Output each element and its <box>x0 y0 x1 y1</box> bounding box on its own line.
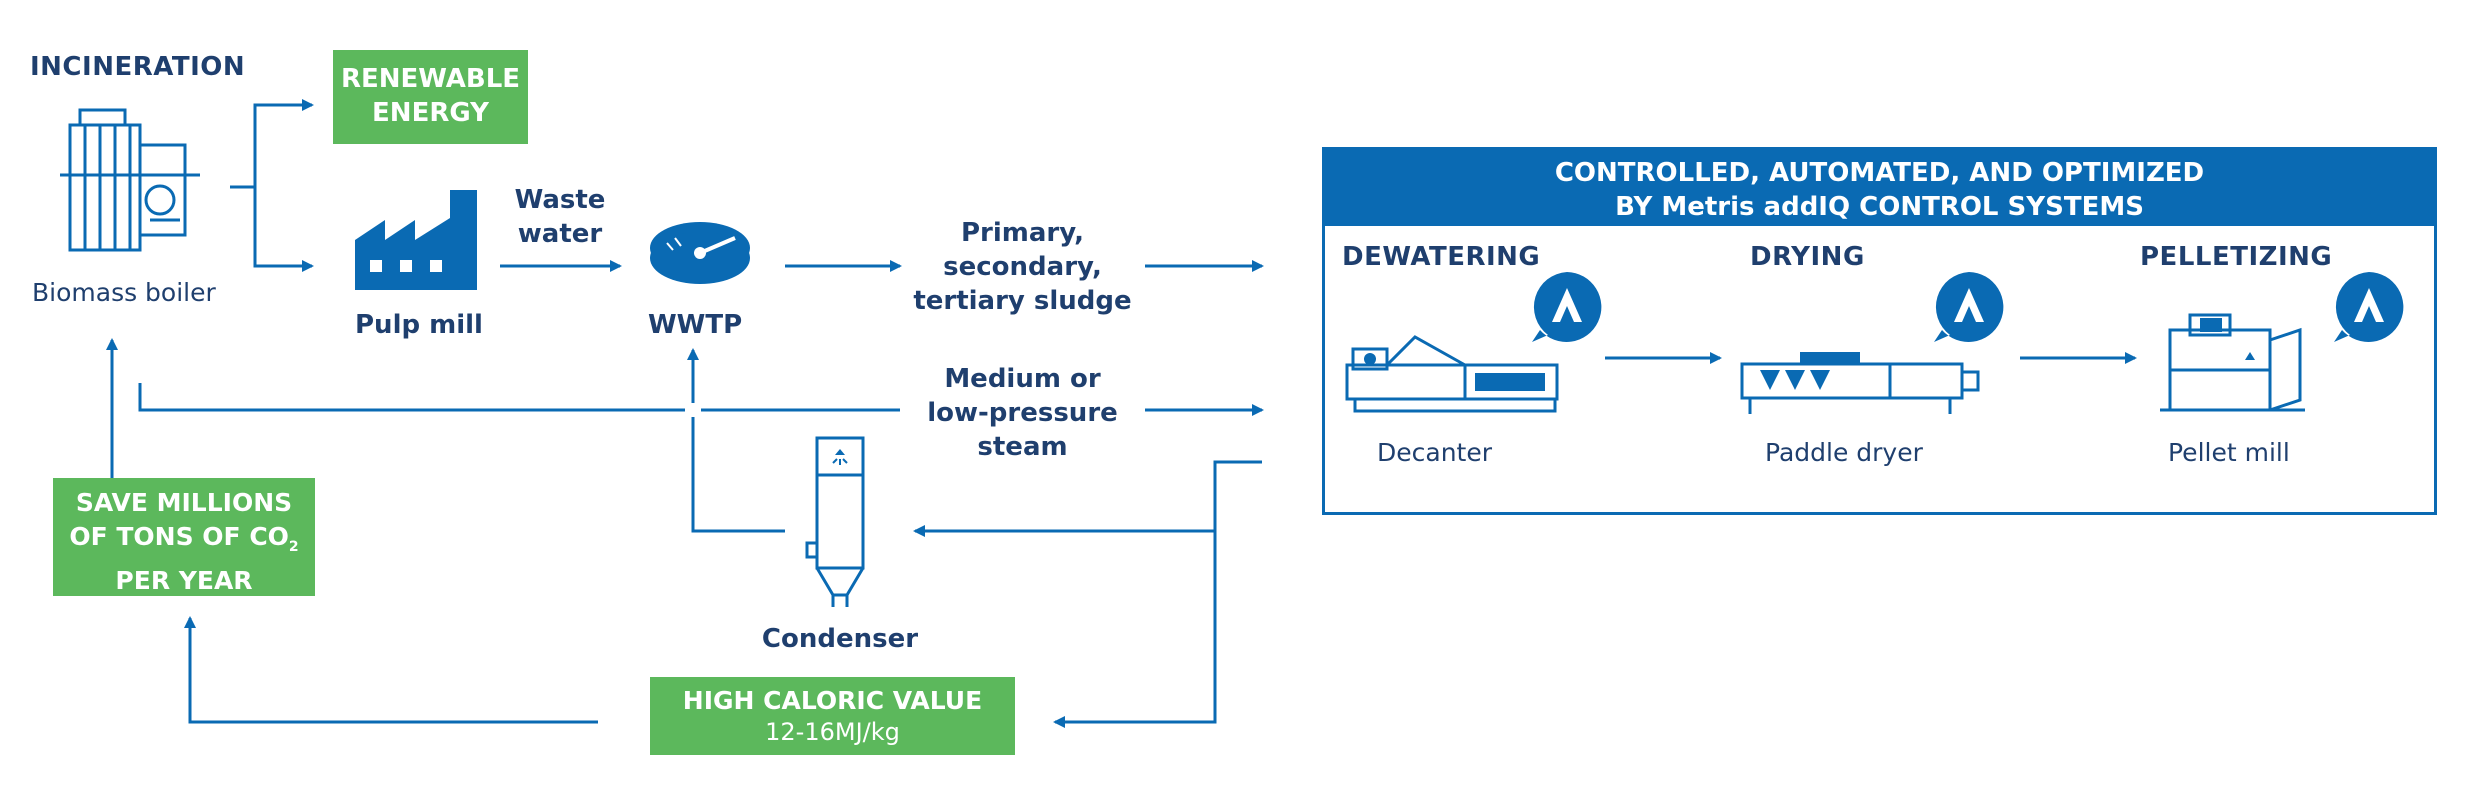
addiq-logo-icon <box>1532 272 1602 342</box>
pulp-mill-label: Pulp mill <box>355 310 483 340</box>
stage-title-drying: DRYING <box>1750 242 1865 272</box>
save-co2-subscript: 2 <box>288 539 299 555</box>
sludge-label: Primary, secondary, tertiary sludge <box>900 216 1145 318</box>
high-caloric-value: 12-16MJ/kg <box>765 718 900 746</box>
condenser-label: Condenser <box>761 624 919 654</box>
save-line2: OF TONS OF CO <box>69 522 289 551</box>
decanter-icon <box>1345 335 1559 413</box>
arrow-to-renewable <box>230 99 314 189</box>
save-line1: SAVE MILLIONS <box>75 488 293 517</box>
pellet-mill-icon <box>2160 313 2305 412</box>
sludge-line1: Primary, <box>960 218 1085 248</box>
arrow-condenser-wwtp <box>687 348 785 533</box>
steam-line-left <box>138 383 900 412</box>
paddle-dryer-label: Paddle dryer <box>1765 438 1923 467</box>
wwtp-label: WWTP <box>648 310 743 340</box>
wwtp-icon <box>650 222 750 284</box>
sludge-line3: tertiary sludge <box>913 286 1132 316</box>
arrow-to-pulpmill <box>253 187 314 272</box>
stage-title-pelletizing: PELLETIZING <box>2140 242 2333 272</box>
control-header-line1: CONTROLLED, AUTOMATED, AND OPTIMIZED <box>1554 158 2205 188</box>
steam-line3: steam <box>977 432 1068 462</box>
save-line2-wrap: OF TONS OF CO2 <box>53 520 315 564</box>
addiq-logo-icon <box>2334 272 2404 342</box>
renewable-line2: ENERGY <box>372 98 489 128</box>
steam-line1: Medium or <box>944 364 1101 394</box>
pellet-mill-label: Pellet mill <box>2168 438 2290 467</box>
control-panel-header: CONTROLLED, AUTOMATED, AND OPTIMIZED BY … <box>1325 150 2434 226</box>
addiq-logo-icon <box>1934 272 2004 342</box>
paddle-dryer-icon <box>1740 352 1980 414</box>
save-co2-box: SAVE MILLIONS OF TONS OF CO2 PER YEAR <box>53 478 315 596</box>
incineration-title: INCINERATION <box>30 52 246 82</box>
waste-water-line2: water <box>517 219 603 249</box>
stage-title-dewatering: DEWATERING <box>1342 242 1541 272</box>
decanter-label: Decanter <box>1377 438 1493 467</box>
arrow-to-highcaloric <box>1053 460 1262 728</box>
sludge-line2: secondary, <box>943 252 1102 282</box>
waste-water-label: Waste water <box>510 183 610 251</box>
biomass-boiler-icon <box>60 108 200 252</box>
waste-water-line1: Waste <box>514 185 606 215</box>
pulp-mill-icon <box>355 190 477 290</box>
biomass-boiler-label: Biomass boiler <box>32 278 216 307</box>
control-header-line2: BY Metris addIQ CONTROL SYSTEMS <box>1615 192 2144 222</box>
condenser-icon <box>805 436 865 607</box>
renewable-energy-box: RENEWABLE ENERGY <box>333 50 528 144</box>
arrow-to-save <box>184 616 598 724</box>
high-caloric-title: HIGH CALORIC VALUE <box>682 686 983 715</box>
steam-label: Medium or low-pressure steam <box>900 362 1145 464</box>
control-systems-panel: CONTROLLED, AUTOMATED, AND OPTIMIZED BY … <box>1322 147 2437 515</box>
renewable-line1: RENEWABLE <box>340 64 521 94</box>
save-line3: PER YEAR <box>115 566 253 595</box>
high-caloric-box: HIGH CALORIC VALUE 12-16MJ/kg <box>650 677 1015 755</box>
steam-line2: low-pressure <box>927 398 1118 428</box>
